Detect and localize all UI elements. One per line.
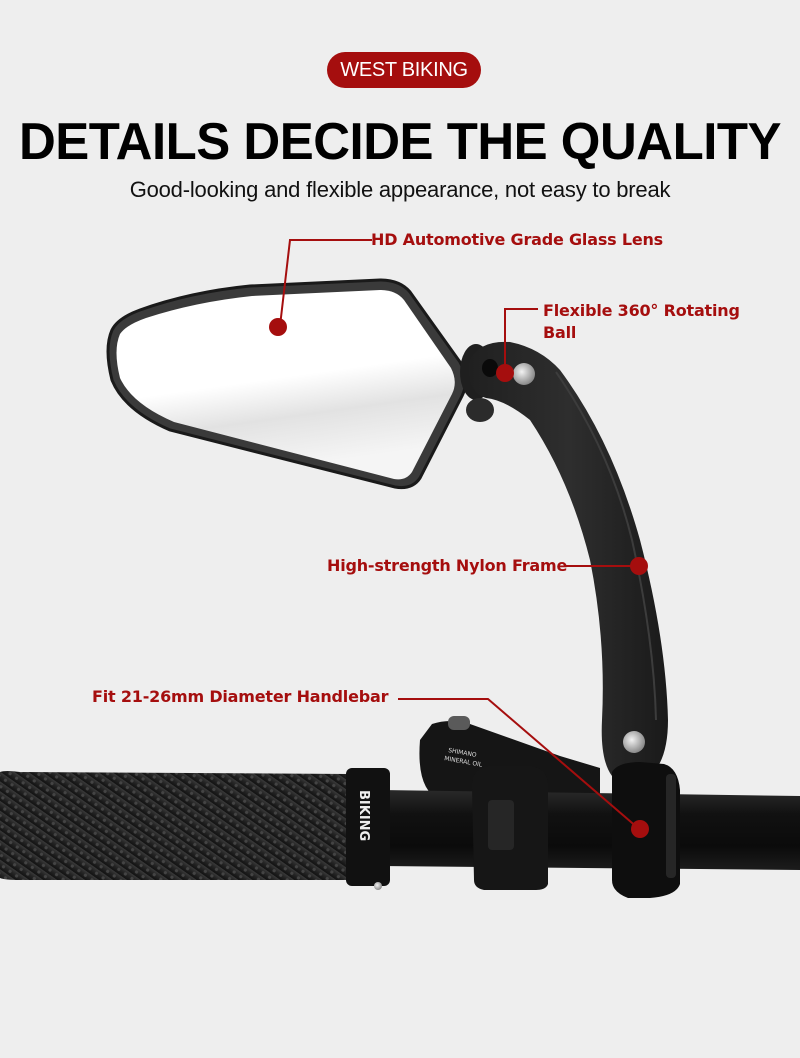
lever-text-1: SHIMANO xyxy=(448,747,478,759)
callout-label-frame: High-strength Nylon Frame xyxy=(327,556,568,575)
callout-label-ball: Flexible 360° Rotating Ball xyxy=(543,301,740,342)
callout-dot-lens-icon xyxy=(269,318,287,336)
callout-markers xyxy=(279,239,639,829)
brake-lever: SHIMANO MINERAL OIL xyxy=(419,716,600,800)
nylon-frame-arm xyxy=(469,341,668,776)
grip-lock-ring xyxy=(346,768,390,886)
hex-bolt-icon xyxy=(623,731,645,753)
callout-line-handlebar xyxy=(398,698,639,829)
callout-line-ball xyxy=(504,308,538,375)
handlebar: BIKING xyxy=(0,762,800,898)
brand-badge: WEST BIKING xyxy=(327,52,481,88)
mirror-head xyxy=(106,278,467,490)
page-subtitle: Good-looking and flexible appearance, no… xyxy=(129,177,671,202)
callout-label-lens: HD Automotive Grade Glass Lens xyxy=(371,230,663,249)
page-title: DETAILS DECIDE THE QUALITY xyxy=(18,113,782,171)
callout-dot-frame-icon xyxy=(630,557,648,575)
hex-bolt-icon xyxy=(513,363,535,385)
callout-dot-handlebar-icon xyxy=(631,820,649,838)
callout-dot-ball-icon xyxy=(496,364,514,382)
glass-lens xyxy=(116,290,455,480)
callout-line-lens xyxy=(279,239,372,327)
callout-label-handlebar: Fit 21-26mm Diameter Handlebar xyxy=(92,687,389,706)
handlebar-grip xyxy=(0,771,352,880)
grip-ring-text: BIKING xyxy=(356,790,371,841)
